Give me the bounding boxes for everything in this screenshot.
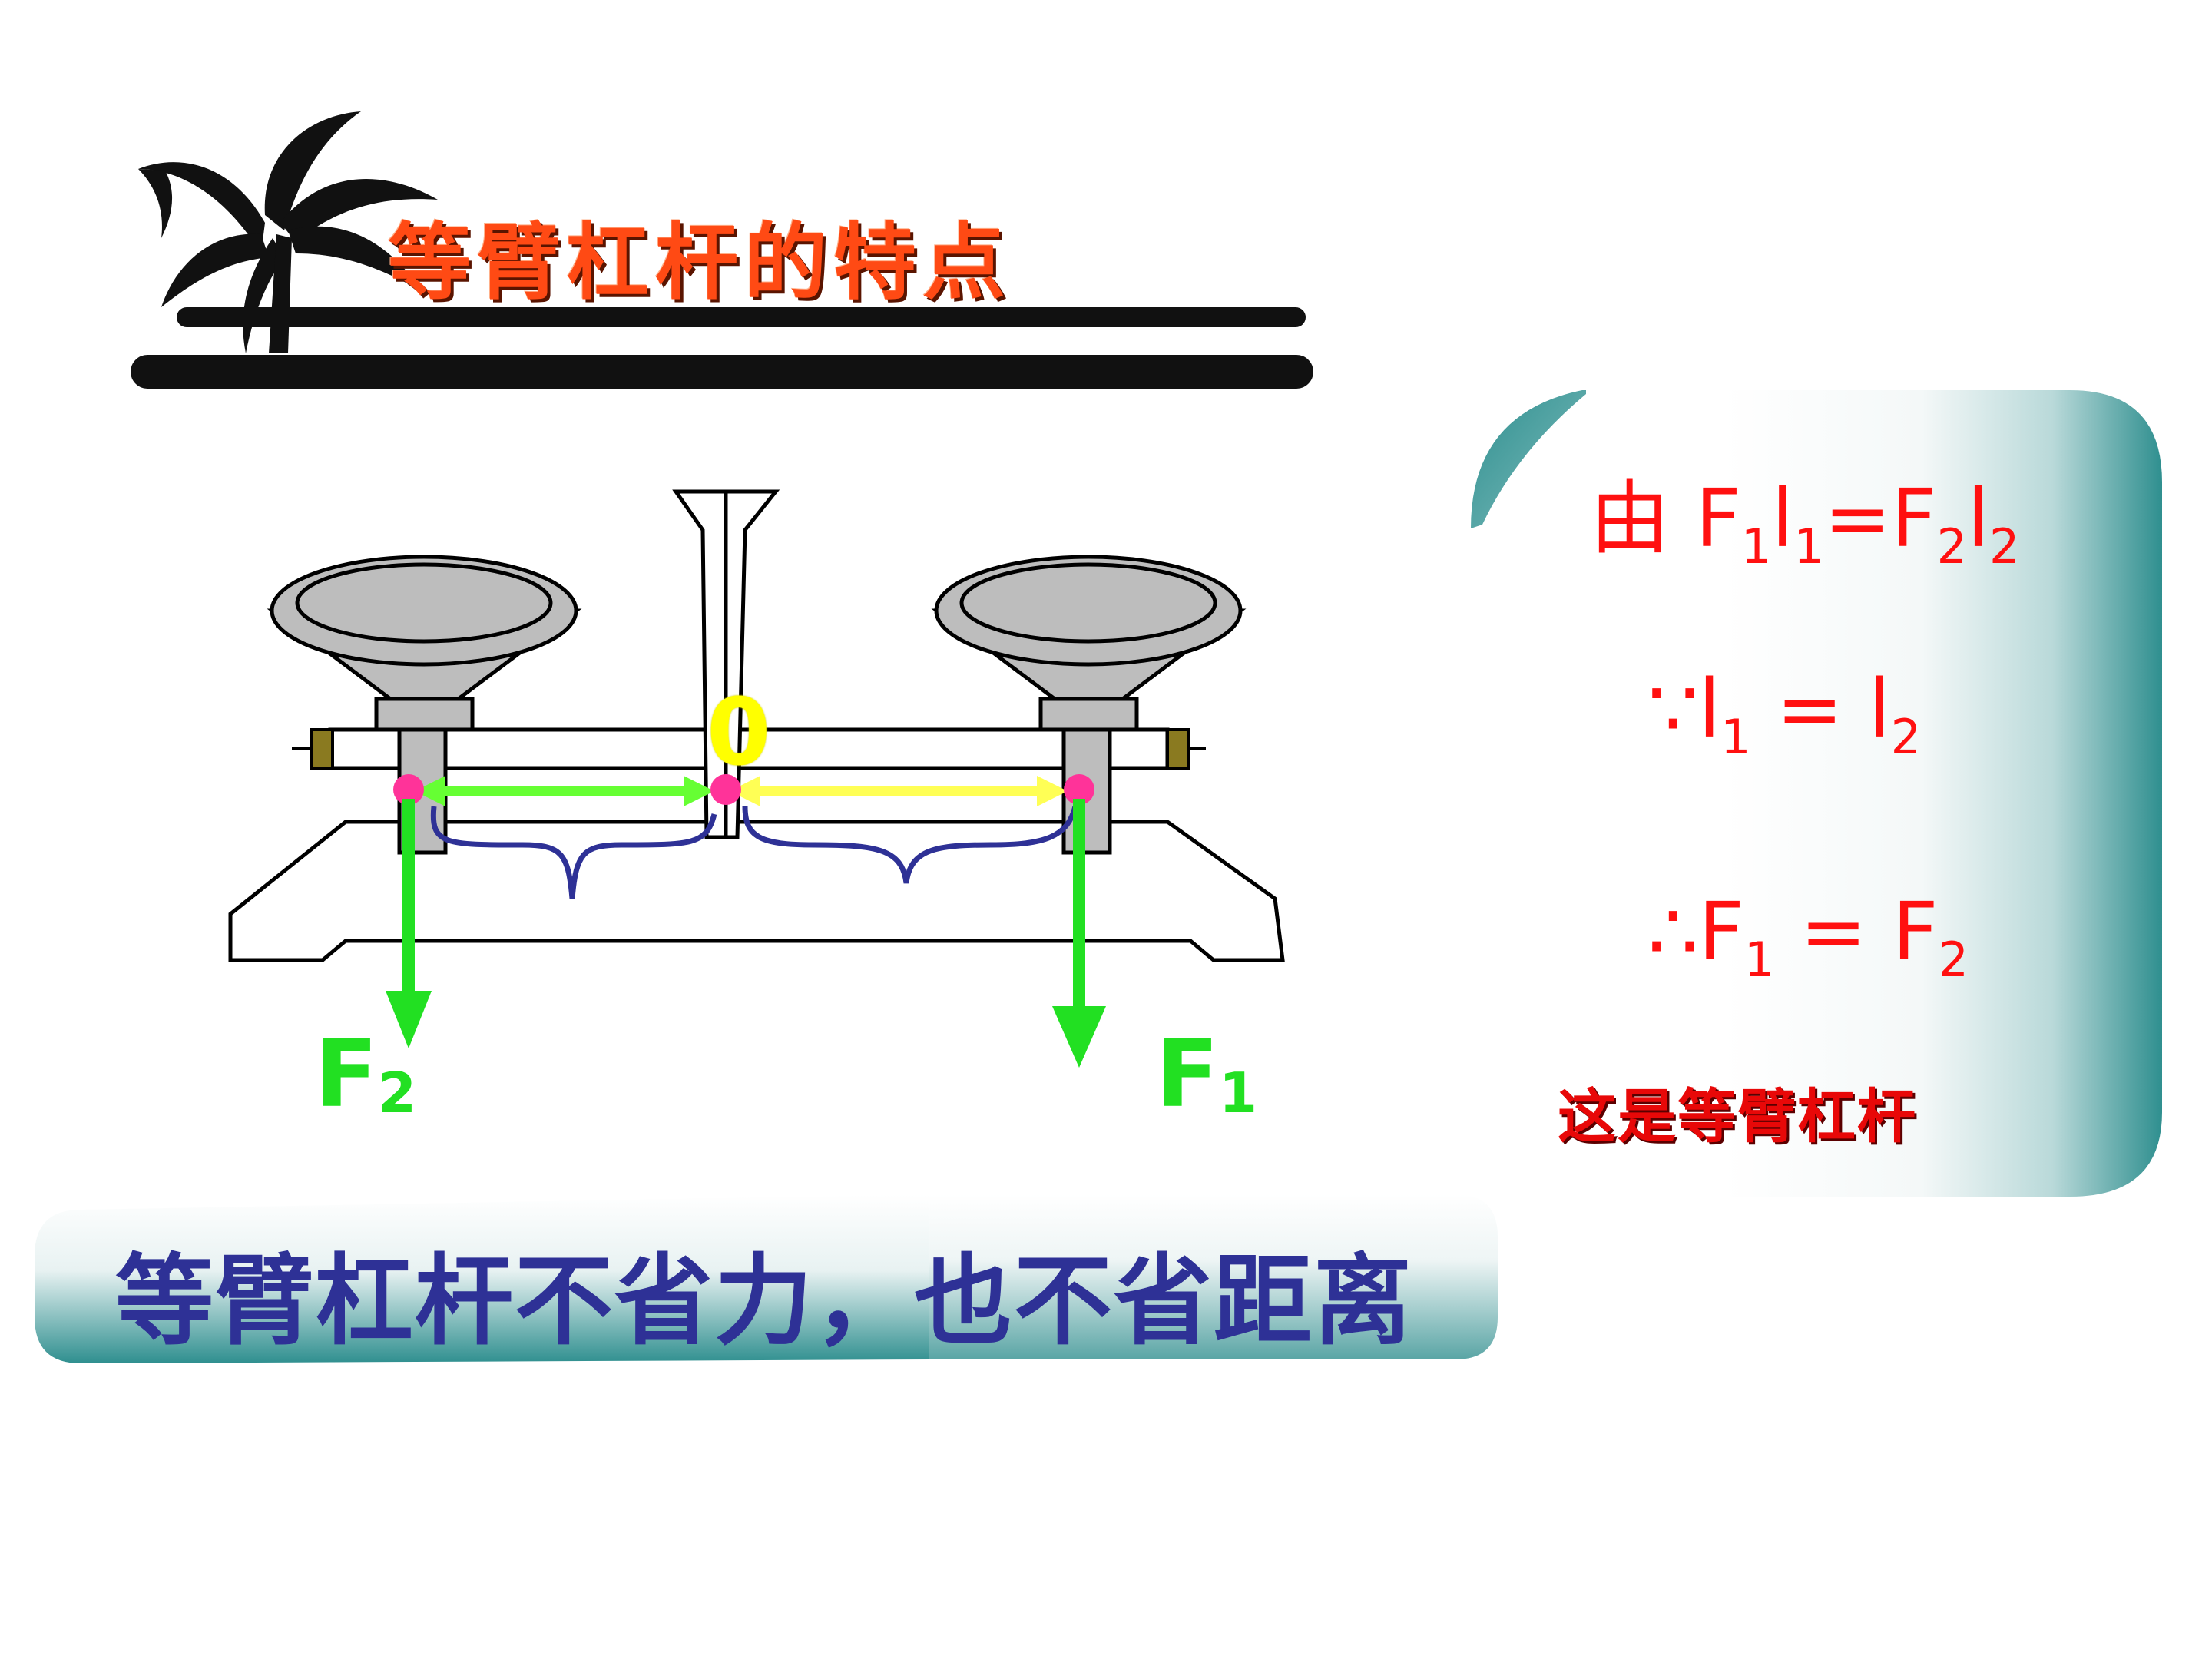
equation-equal-arms: ∵l1 = l2 [1647, 662, 1922, 765]
palm-tree-title-decoration [131, 111, 1313, 389]
fulcrum-label: 0 [707, 680, 771, 786]
right-pan [931, 555, 1247, 732]
fulcrum-point [710, 774, 741, 805]
scale-base [228, 820, 1285, 962]
left-pan [267, 555, 582, 732]
panel-conclusion: 这是等臂杠杆 [1558, 1082, 1917, 1151]
force-label-f2: F2 [315, 1022, 417, 1128]
left-brace [430, 806, 717, 899]
balance-scale-diagram [228, 489, 1285, 1068]
adjuster-knob-left [292, 728, 334, 770]
force-arrow-f2 [386, 799, 432, 1048]
equation-equal-forces: ∴F1 = F2 [1647, 885, 1969, 988]
right-brace [742, 806, 1078, 884]
force-arrow-f1 [1052, 799, 1106, 1068]
equation-balance-condition: 由 F1l1=F2l2 [1590, 472, 2020, 575]
summary-text: 等臂杠杆不省力，也不省距离 [115, 1244, 1414, 1359]
adjuster-knob-right [1166, 728, 1206, 770]
right-pivot-point [1064, 774, 1094, 805]
left-arm-arrow [415, 776, 714, 806]
force-label-f1: F1 [1156, 1022, 1258, 1128]
right-arm-arrow [730, 776, 1068, 806]
equation-panel [1471, 390, 2162, 1197]
left-pivot-point [393, 774, 424, 805]
slide-title: 等臂杠杆的特点 [388, 214, 1012, 311]
summary-banner [35, 1194, 1498, 1363]
